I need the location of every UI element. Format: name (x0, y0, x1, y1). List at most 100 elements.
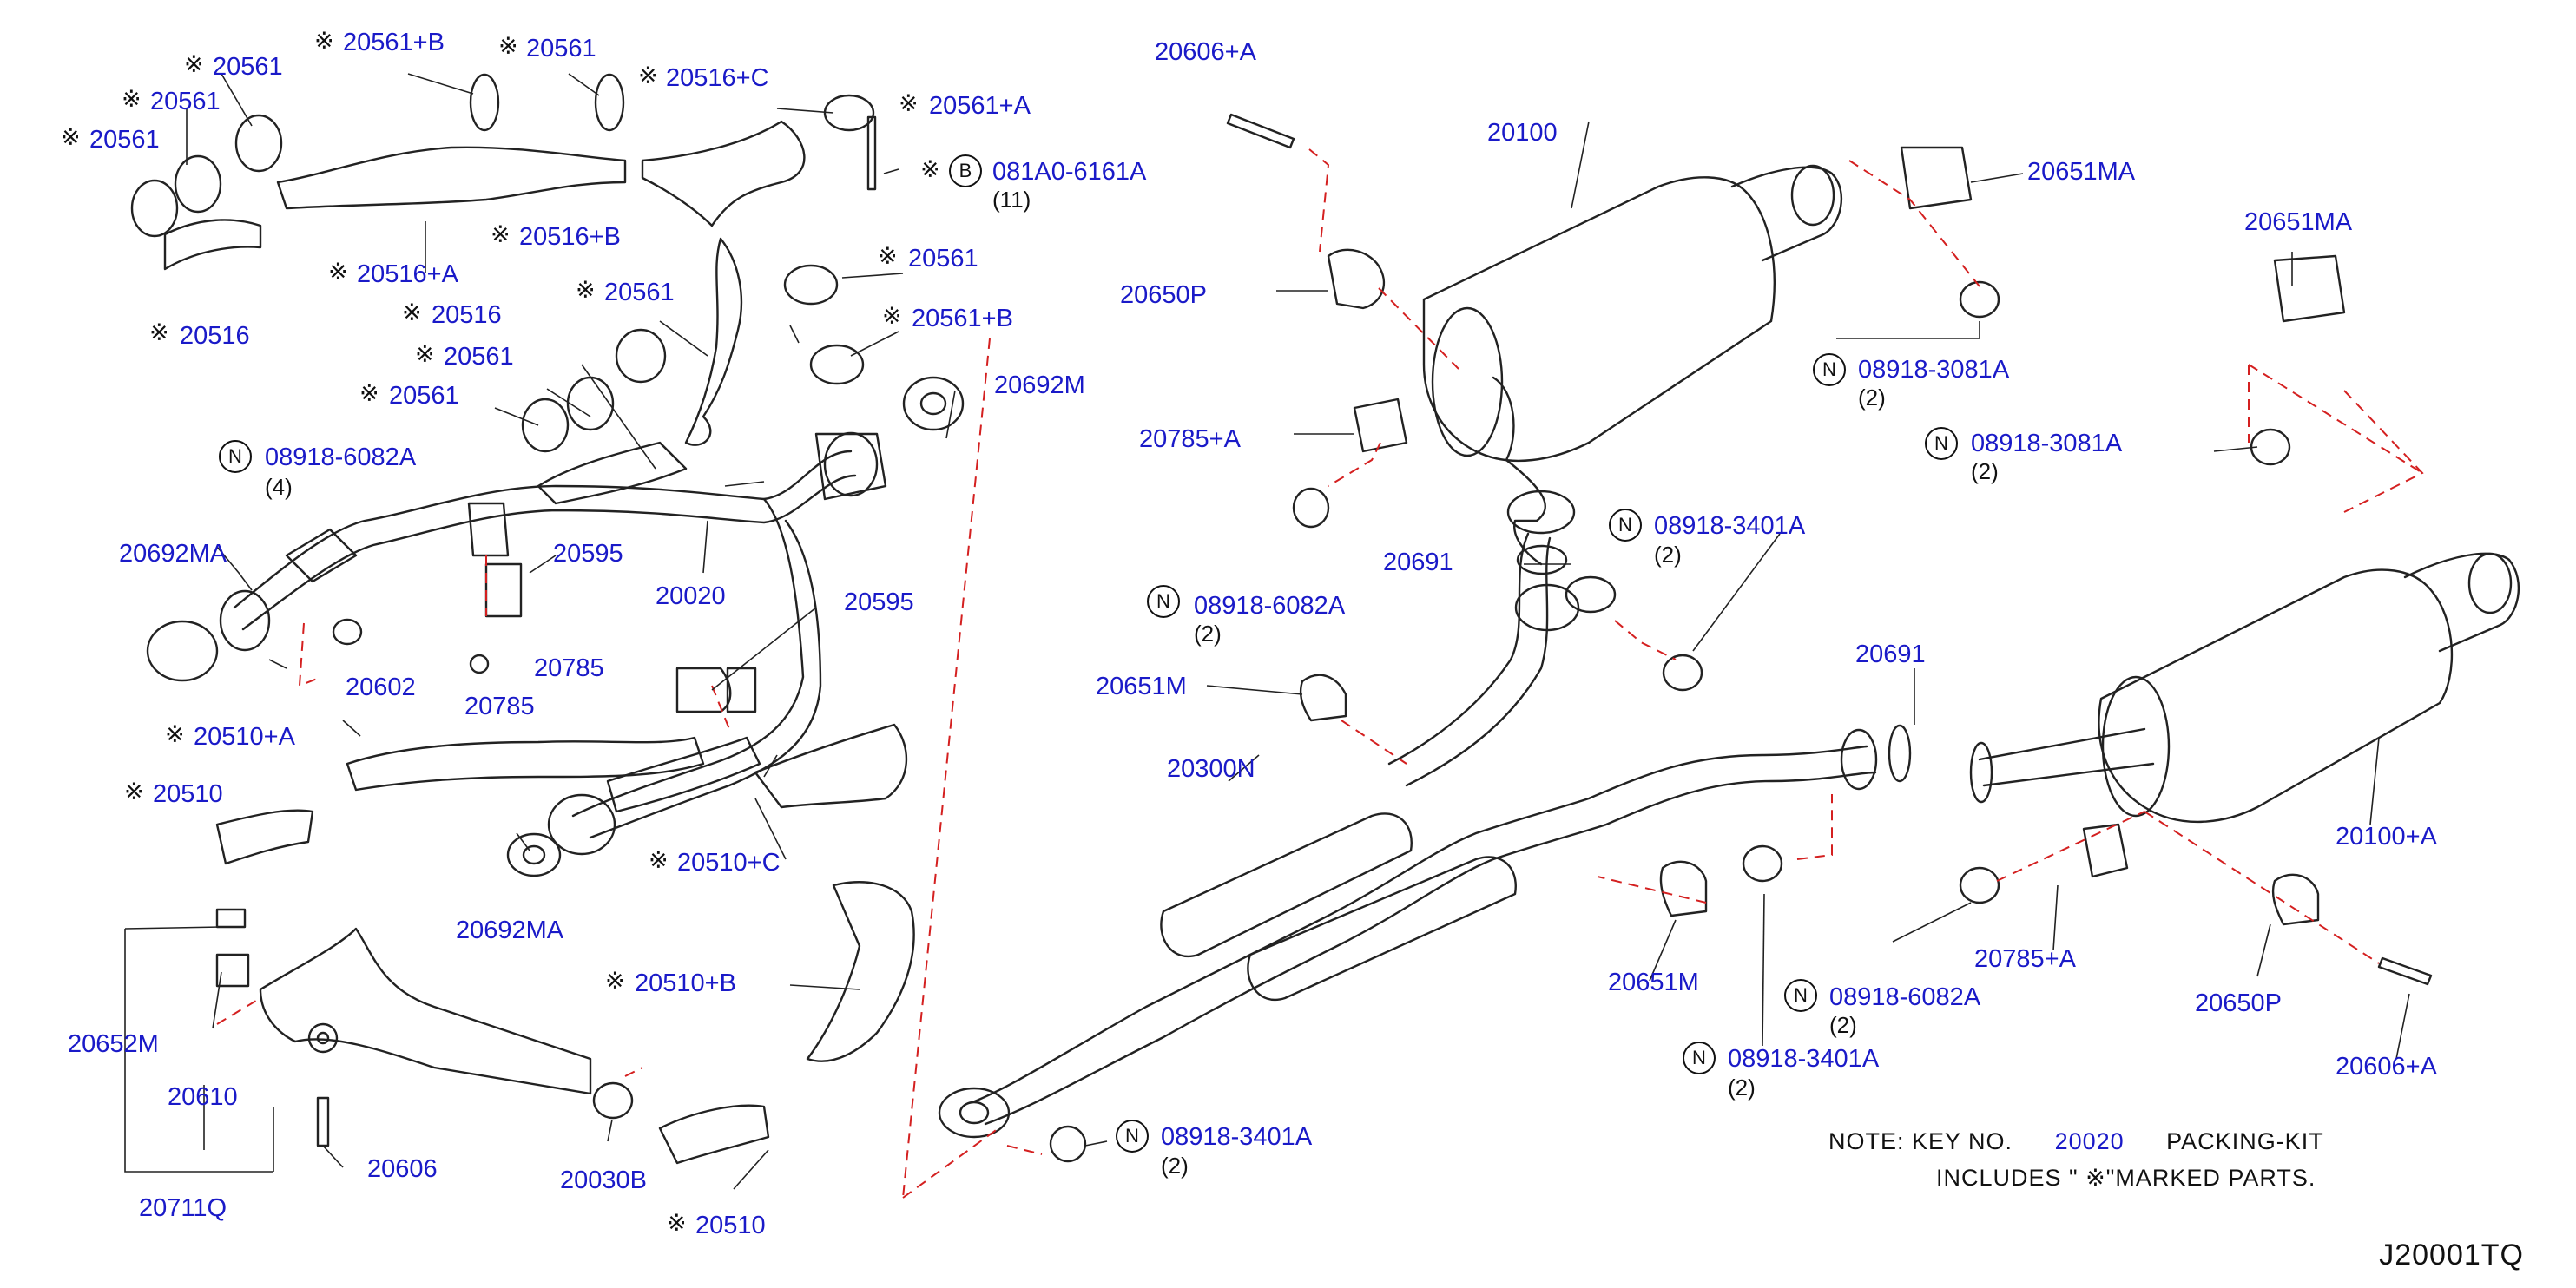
marker-symbol: ※ (667, 1210, 687, 1237)
quantity-label: (2) (1728, 1074, 1756, 1101)
heat-shields (163, 120, 915, 1165)
part-label-08918-3401A[interactable]: 08918-3401A (1161, 1123, 1313, 1151)
part-label-08918-6082A[interactable]: 08918-6082A (265, 444, 417, 471)
note-key-number: 20020 (2054, 1128, 2125, 1154)
part-label-20595[interactable]: 20595 (844, 588, 914, 616)
part-label-20785A[interactable]: 20785+A (1974, 945, 2076, 973)
part-label-20650P[interactable]: 20650P (2195, 989, 2282, 1017)
part-label-20650P[interactable]: 20650P (1120, 281, 1207, 309)
part-label-20300N[interactable]: 20300N (1167, 755, 1255, 783)
part-label-20651MA[interactable]: 20651MA (2244, 208, 2353, 236)
part-label-20561[interactable]: 20561 (526, 35, 596, 62)
part-label-08918-3401A[interactable]: 08918-3401A (1728, 1045, 1880, 1073)
left-fasteners (215, 115, 877, 1147)
part-label-20561[interactable]: 20561 (389, 382, 459, 410)
marker-symbol: ※ (498, 33, 518, 60)
marker-symbol: ※ (122, 86, 142, 113)
part-label-20785[interactable]: 20785 (464, 693, 535, 720)
part-label-20516A[interactable]: 20516+A (357, 260, 458, 288)
part-label-20785[interactable]: 20785 (534, 654, 604, 682)
part-label-20610[interactable]: 20610 (168, 1083, 238, 1111)
part-label-08918-3401A[interactable]: 08918-3401A (1654, 512, 1806, 540)
part-label-08918-3081A[interactable]: 08918-3081A (1858, 356, 2010, 384)
part-label-20651MA[interactable]: 20651MA (2027, 158, 2136, 186)
part-label-20785A[interactable]: 20785+A (1139, 425, 1241, 453)
quantity-label: (4) (265, 474, 293, 500)
part-label-20651M[interactable]: 20651M (1096, 673, 1187, 700)
part-label-20561[interactable]: 20561 (444, 343, 514, 371)
part-label-08918-6082A[interactable]: 08918-6082A (1194, 592, 1346, 620)
part-label-20606[interactable]: 20606 (367, 1155, 438, 1183)
quantity-label: (2) (1858, 384, 1886, 411)
marker-symbol: ※ (124, 779, 144, 805)
part-label-20651M[interactable]: 20651M (1608, 969, 1699, 996)
marker-symbol: ※ (878, 243, 898, 270)
front-pipe-20020 (146, 431, 887, 856)
part-label-20602[interactable]: 20602 (346, 674, 416, 701)
note-line1-prefix: NOTE: KEY NO. (1828, 1128, 2013, 1154)
part-label-20561[interactable]: 20561 (908, 245, 978, 273)
part-label-20561[interactable]: 20561 (89, 126, 160, 154)
part-label-20561[interactable]: 20561 (213, 53, 283, 81)
part-label-20691[interactable]: 20691 (1855, 641, 1926, 668)
part-label-20510C[interactable]: 20510+C (677, 849, 781, 877)
marker-symbol: ※ (491, 221, 511, 248)
part-label-20691[interactable]: 20691 (1383, 549, 1453, 576)
circle-b-icon: B (949, 154, 982, 187)
part-label-20100A[interactable]: 20100+A (2336, 823, 2437, 851)
packing-kit-note-line2: INCLUDES " ※"MARKED PARTS. (1936, 1165, 2316, 1191)
part-label-20516[interactable]: 20516 (432, 301, 502, 329)
marker-symbol: ※ (882, 303, 902, 330)
part-label-20516C[interactable]: 20516+C (666, 64, 769, 92)
marker-symbol: ※ (165, 721, 185, 748)
part-label-20561B[interactable]: 20561+B (912, 305, 1013, 332)
note-line1-suffix: PACKING-KIT (2166, 1128, 2324, 1154)
marker-symbol: ※ (184, 51, 204, 78)
part-label-20652M[interactable]: 20652M (68, 1030, 159, 1058)
part-label-20561A[interactable]: 20561+A (929, 92, 1031, 120)
part-label-20561[interactable]: 20561 (604, 279, 675, 306)
quantity-label: (11) (992, 187, 1031, 213)
part-label-20692M[interactable]: 20692M (994, 371, 1085, 399)
center-pipe-20300N (938, 724, 1912, 1139)
marker-symbol: ※ (359, 380, 379, 407)
part-label-20692MA[interactable]: 20692MA (119, 540, 227, 568)
marker-symbol: ※ (899, 90, 919, 117)
part-label-20606A[interactable]: 20606+A (2336, 1053, 2437, 1081)
part-label-20606A[interactable]: 20606+A (1155, 38, 1256, 66)
quantity-label: (2) (1161, 1153, 1189, 1179)
part-label-20516[interactable]: 20516 (180, 322, 250, 350)
part-label-08918-3081A[interactable]: 08918-3081A (1971, 430, 2123, 457)
part-label-081A0-6161A[interactable]: 081A0-6161A (992, 158, 1147, 186)
part-label-20711Q[interactable]: 20711Q (139, 1194, 227, 1222)
quantity-label: (2) (1829, 1012, 1857, 1038)
clamp-rings (130, 73, 965, 877)
part-label-20030B[interactable]: 20030B (560, 1166, 647, 1194)
circle-n-icon: N (1925, 427, 1958, 460)
part-label-20561B[interactable]: 20561+B (343, 29, 445, 56)
marker-symbol: ※ (920, 156, 940, 183)
part-label-20510[interactable]: 20510 (153, 780, 223, 808)
part-label-20516B[interactable]: 20516+B (519, 223, 621, 251)
quantity-label: (2) (1654, 542, 1682, 568)
part-label-20692MA[interactable]: 20692MA (456, 917, 564, 944)
part-label-20510A[interactable]: 20510+A (194, 723, 295, 751)
right-mounts (1049, 113, 2433, 1163)
circle-n-icon: N (1147, 585, 1180, 618)
part-label-20510B[interactable]: 20510+B (635, 969, 736, 997)
part-label-20510[interactable]: 20510 (695, 1212, 766, 1239)
circle-n-icon: N (1609, 509, 1642, 542)
part-label-20020[interactable]: 20020 (656, 582, 726, 610)
part-label-20595[interactable]: 20595 (553, 540, 623, 568)
marker-symbol: ※ (576, 277, 596, 304)
diagram-code: J20001TQ (2379, 1239, 2524, 1272)
part-label-08918-6082A[interactable]: 08918-6082A (1829, 983, 1981, 1011)
marker-symbol: ※ (402, 299, 422, 326)
marker-symbol: ※ (649, 847, 669, 874)
circle-n-icon: N (1784, 979, 1817, 1012)
marker-symbol: ※ (415, 341, 435, 368)
part-label-20561[interactable]: 20561 (150, 88, 221, 115)
marker-symbol: ※ (61, 124, 81, 151)
part-label-20100[interactable]: 20100 (1487, 119, 1558, 147)
